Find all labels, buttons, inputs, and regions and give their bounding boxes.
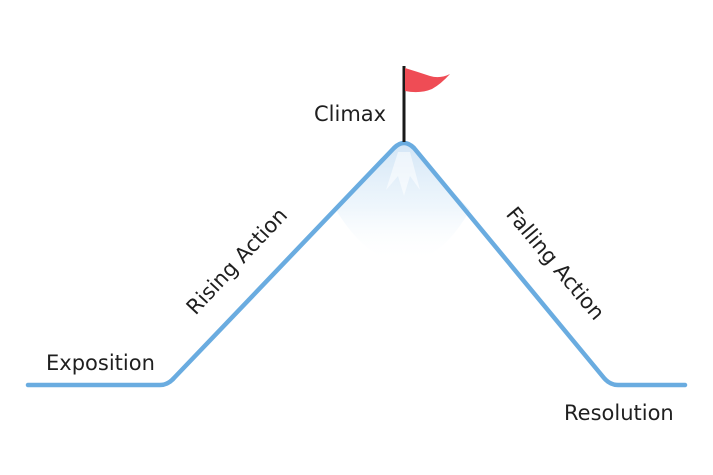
label-climax: Climax (314, 102, 386, 126)
mountain-shading (336, 140, 470, 262)
label-rising-action: Rising Action (182, 203, 293, 319)
story-arc-line (25, 140, 688, 388)
label-resolution: Resolution (564, 401, 674, 425)
flag-icon (402, 66, 450, 142)
label-exposition: Exposition (46, 351, 155, 375)
peak-highlight (386, 152, 420, 196)
label-falling-action: Falling Action (501, 202, 609, 324)
flag-banner (405, 68, 450, 93)
